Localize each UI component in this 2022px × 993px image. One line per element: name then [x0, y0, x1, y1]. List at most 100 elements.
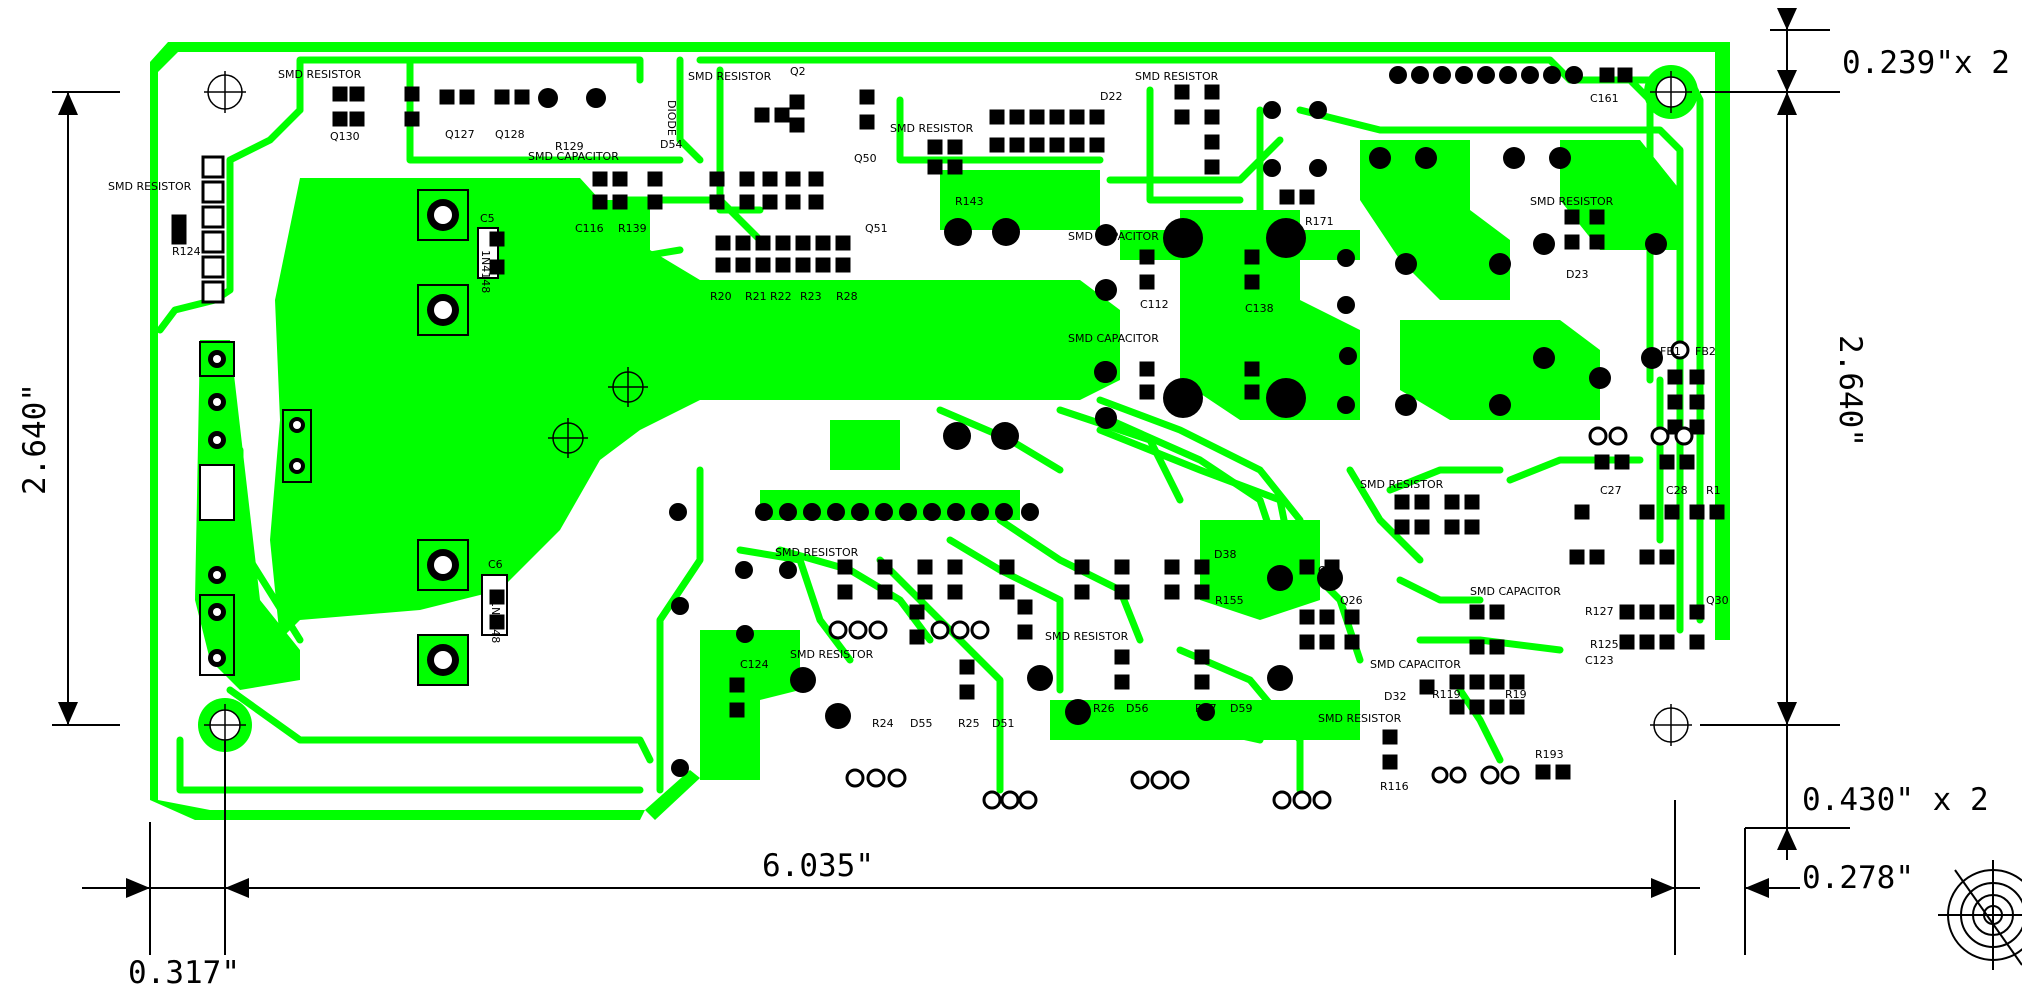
silk-q25: Q25 — [1318, 564, 1341, 577]
silk-r23: R23 — [800, 290, 822, 303]
power-device-1 — [417, 189, 499, 336]
silk-c5: C5 — [480, 212, 495, 225]
silk-smd-resistor: SMD RESISTOR — [1318, 712, 1402, 725]
dim-board-width: 6.035" — [762, 848, 874, 884]
silk-c161: C161 — [1590, 92, 1619, 105]
silk-r129: R129 — [555, 140, 584, 153]
silk-q26: Q26 — [1340, 594, 1363, 607]
mounting-hole-icon — [1650, 704, 1692, 746]
silkscreen-labels: SMD RESISTOR SMD RESISTOR SMD RESISTOR S… — [108, 65, 1729, 793]
pour-right-mid — [1400, 320, 1600, 420]
silk-d51: D51 — [992, 717, 1014, 730]
silk-q30: Q30 — [1706, 594, 1729, 607]
silk-q2: Q2 — [790, 65, 806, 78]
silk-r25: R25 — [958, 717, 980, 730]
silk-c138: C138 — [1245, 302, 1274, 315]
silk-smd-resistor: SMD RESISTOR — [1135, 70, 1219, 83]
silk-c124: C124 — [740, 658, 769, 671]
silk-d59: D59 — [1230, 702, 1252, 715]
silk-r20: R20 — [710, 290, 732, 303]
silk-d32: D32 — [1384, 690, 1406, 703]
silk-smd-resistor: SMD RESISTOR — [688, 70, 772, 83]
silk-r119: R119 — [1432, 688, 1461, 701]
pour-mid-right — [1180, 210, 1360, 420]
silk-smd-resistor: SMD RESISTOR — [278, 68, 362, 81]
silk-d55: D55 — [910, 717, 932, 730]
silk-r116: R116 — [1380, 780, 1409, 793]
dim-left-offset: 0.317" — [128, 955, 240, 991]
silk-r124: R124 — [172, 245, 201, 258]
dim-bottom-hole-pitch: 0.430" x 2 — [1802, 782, 1989, 818]
dim-board-height-left: 2.640" — [17, 383, 53, 495]
silk-q50: Q50 — [854, 152, 877, 165]
ground-pour-main — [270, 178, 1120, 640]
silk-diode: DIODE — [665, 100, 678, 136]
silk-smd-resistor: SMD RESISTOR — [790, 648, 874, 661]
silk-1n4148: 1N4148 — [489, 600, 502, 643]
silk-d54: D54 — [660, 138, 682, 151]
silk-smd-resistor: SMD RESISTOR — [1360, 478, 1444, 491]
silk-1n4148: 1N4148 — [479, 250, 492, 293]
silk-d38: D38 — [1214, 548, 1236, 561]
pour-right-top — [1360, 140, 1510, 300]
silk-smd-capacitor: SMD CAPACITOR — [1068, 332, 1159, 345]
silk-r27: R27 — [1195, 702, 1217, 715]
silk-r26: R26 — [1093, 702, 1115, 715]
dimension-arrows — [58, 8, 1797, 898]
dim-board-height-right: 2.640" — [1832, 335, 1868, 447]
silk-r155: R155 — [1215, 594, 1244, 607]
silk-c6: C6 — [488, 558, 503, 571]
silk-c112: C112 — [1140, 298, 1169, 311]
silk-d56: D56 — [1126, 702, 1148, 715]
silk-d23: D23 — [1566, 268, 1588, 281]
through-hole-pads — [538, 66, 1667, 777]
mounting-hole-icon — [204, 71, 246, 113]
ground-pour-left — [195, 340, 300, 690]
silk-r21: R21 — [745, 290, 767, 303]
silk-d22: D22 — [1100, 90, 1122, 103]
power-device-2 — [417, 539, 508, 686]
tp-rows — [828, 340, 1694, 810]
mounting-hole-icon — [1644, 65, 1698, 119]
silk-r22: R22 — [770, 290, 792, 303]
board-outline-bottom — [645, 770, 700, 820]
silk-smd-resistor: SMD RESISTOR — [890, 122, 974, 135]
fiducial-icon — [608, 367, 648, 407]
silk-smd-capacitor: SMD CAPACITOR — [1370, 658, 1461, 671]
pour-bottom-left — [700, 630, 800, 780]
silk-smd-resistor: SMD RESISTOR — [775, 546, 859, 559]
silk-r19: R19 — [1505, 688, 1527, 701]
silk-r193: R193 — [1535, 748, 1564, 761]
silk-r127: R127 — [1585, 605, 1614, 618]
target-icon — [1938, 860, 2022, 970]
silk-smd-capacitor: SMD CAPACITOR — [1068, 230, 1159, 243]
dim-hole-pitch: 0.239"x 2 — [1842, 45, 2010, 81]
dim-corner-offset: 0.278" — [1802, 860, 1914, 896]
pour-center-top — [940, 170, 1100, 230]
silk-fb2: FB2 — [1695, 345, 1716, 358]
smd-pads — [171, 67, 1725, 780]
silk-smd-resistor: SMD RESISTOR — [108, 180, 192, 193]
silk-r143: R143 — [955, 195, 984, 208]
left-header — [201, 155, 225, 304]
pour-bottom-center — [830, 420, 900, 470]
silk-smd-capacitor: SMD CAPACITOR — [1470, 585, 1561, 598]
silk-r171: R171 — [1305, 215, 1334, 228]
silk-smd-resistor: SMD RESISTOR — [1045, 630, 1129, 643]
silk-fb1: FB1 — [1660, 345, 1681, 358]
silk-c123: C123 — [1585, 654, 1614, 667]
silk-r24: R24 — [872, 717, 894, 730]
silk-q51: Q51 — [865, 222, 888, 235]
pads — [171, 65, 1725, 810]
silk-r28: R28 — [836, 290, 858, 303]
silk-q128: Q128 — [495, 128, 525, 141]
silk-r125: R125 — [1590, 638, 1619, 651]
mounting-hole-icon — [198, 698, 252, 752]
silk-smd-resistor: SMD RESISTOR — [1530, 195, 1614, 208]
board-outline-right — [1715, 42, 1730, 640]
fiducial-icon — [548, 418, 588, 458]
dimension-lines — [52, 12, 1850, 955]
silk-c116: C116 — [575, 222, 604, 235]
silk-r139: R139 — [618, 222, 647, 235]
